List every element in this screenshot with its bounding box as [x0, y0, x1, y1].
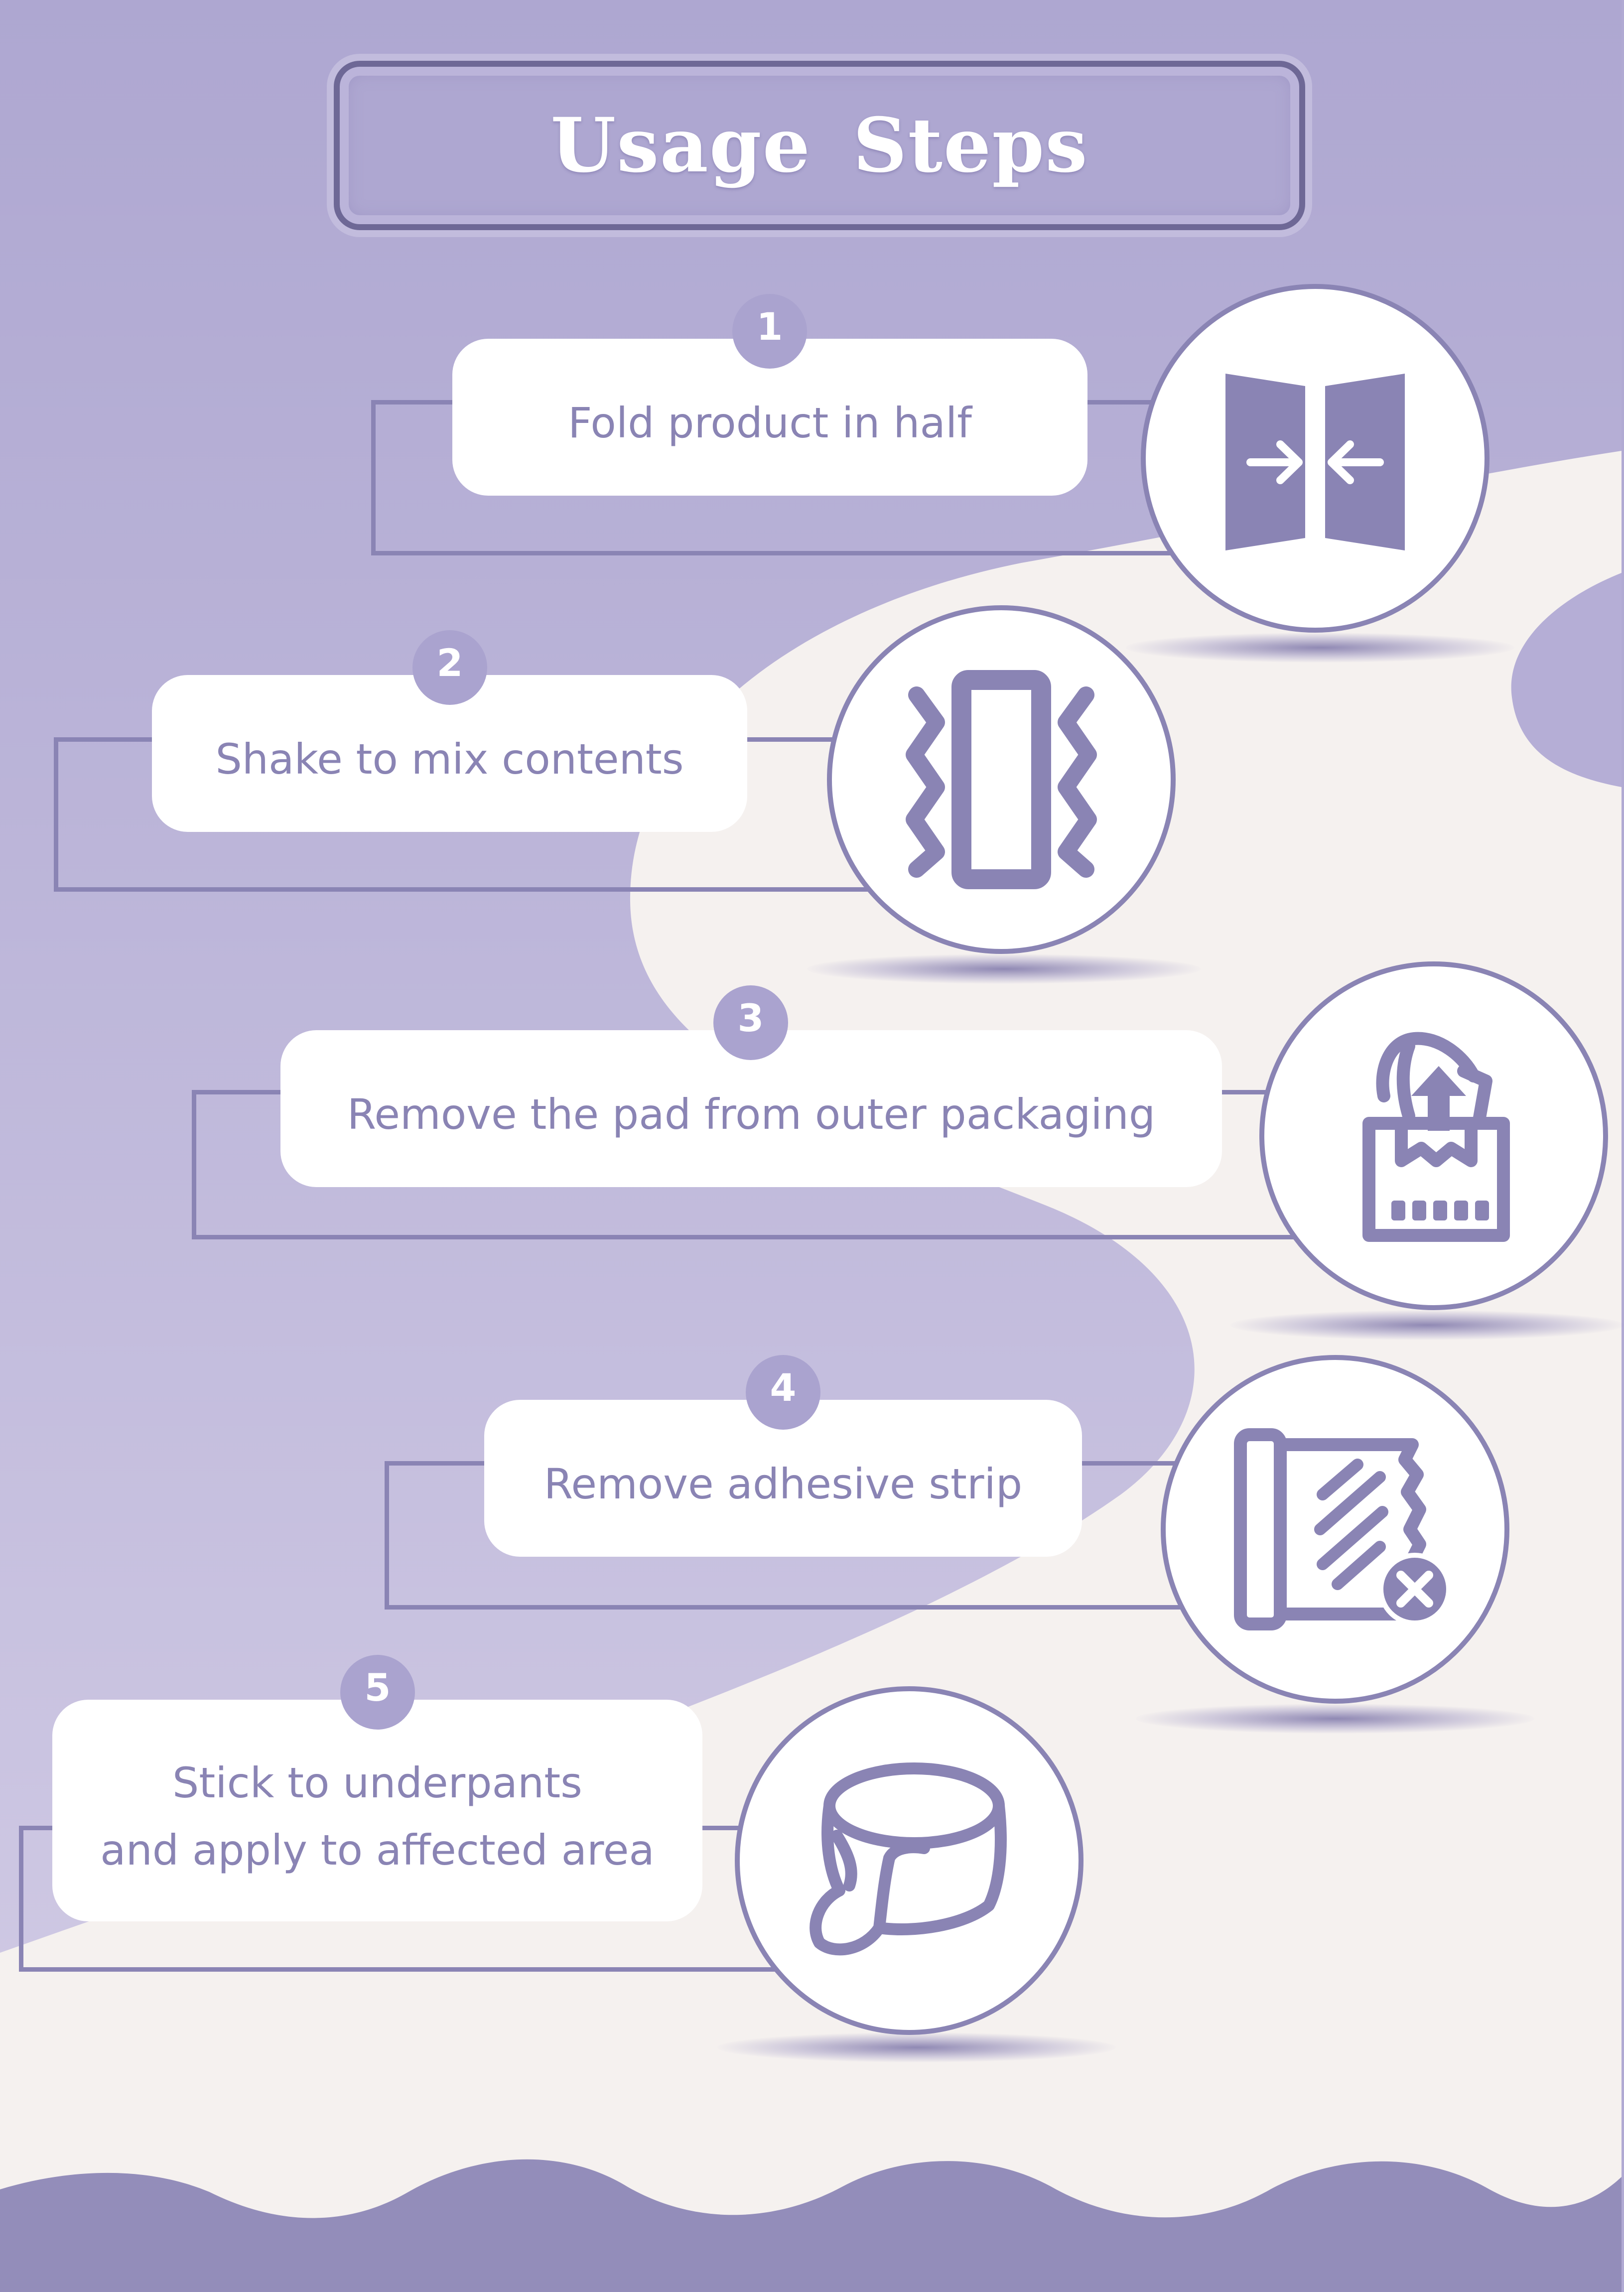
step-2-number-badge: 2	[412, 630, 487, 705]
title-banner: Usage Steps	[334, 61, 1305, 230]
step-3-label: Remove the pad from outer packaging	[347, 1090, 1156, 1139]
step-5-icon-shadow	[717, 2032, 1116, 2062]
page-title: Usage Steps	[550, 102, 1088, 189]
accent-swoosh-shape	[1511, 573, 1622, 787]
step-5-label: Stick to underpants and apply to affecte…	[100, 1758, 655, 1875]
shake-icon	[906, 670, 1097, 889]
step-2-label: Shake to mix contents	[215, 735, 684, 784]
step-2-icon-shadow	[807, 954, 1201, 984]
step-3-number: 3	[737, 996, 764, 1040]
step-5-number: 5	[364, 1665, 391, 1710]
step-1-number-badge: 1	[732, 294, 807, 369]
fold-icon	[1225, 374, 1405, 550]
step-4-number-badge: 4	[746, 1355, 820, 1430]
unpack-icon	[1362, 1032, 1510, 1242]
footer-wave	[0, 2159, 1622, 2292]
step-2-number: 2	[436, 641, 463, 685]
step-3-icon-shadow	[1230, 1310, 1624, 1340]
step-2-icon-circle	[827, 605, 1176, 954]
step-5-number-badge: 5	[340, 1655, 415, 1730]
step-1-icon-shadow	[1126, 633, 1514, 663]
step-5-card: Stick to underpants and apply to affecte…	[52, 1700, 702, 1921]
step-1-number: 1	[756, 304, 783, 349]
step-4-icon-circle	[1161, 1355, 1509, 1704]
peel-strip-icon	[1234, 1428, 1451, 1630]
step-3-number-badge: 3	[713, 985, 788, 1060]
step-4-label: Remove adhesive strip	[543, 1460, 1023, 1509]
step-5-icon-circle	[735, 1686, 1083, 2035]
step-1-label: Fold product in half	[568, 399, 972, 448]
step-4-number: 4	[770, 1365, 797, 1410]
step-3-icon-circle	[1259, 961, 1608, 1310]
step-1-icon-circle	[1141, 284, 1489, 633]
underpants-icon	[810, 1762, 1007, 1956]
step-4-icon-shadow	[1136, 1704, 1534, 1734]
